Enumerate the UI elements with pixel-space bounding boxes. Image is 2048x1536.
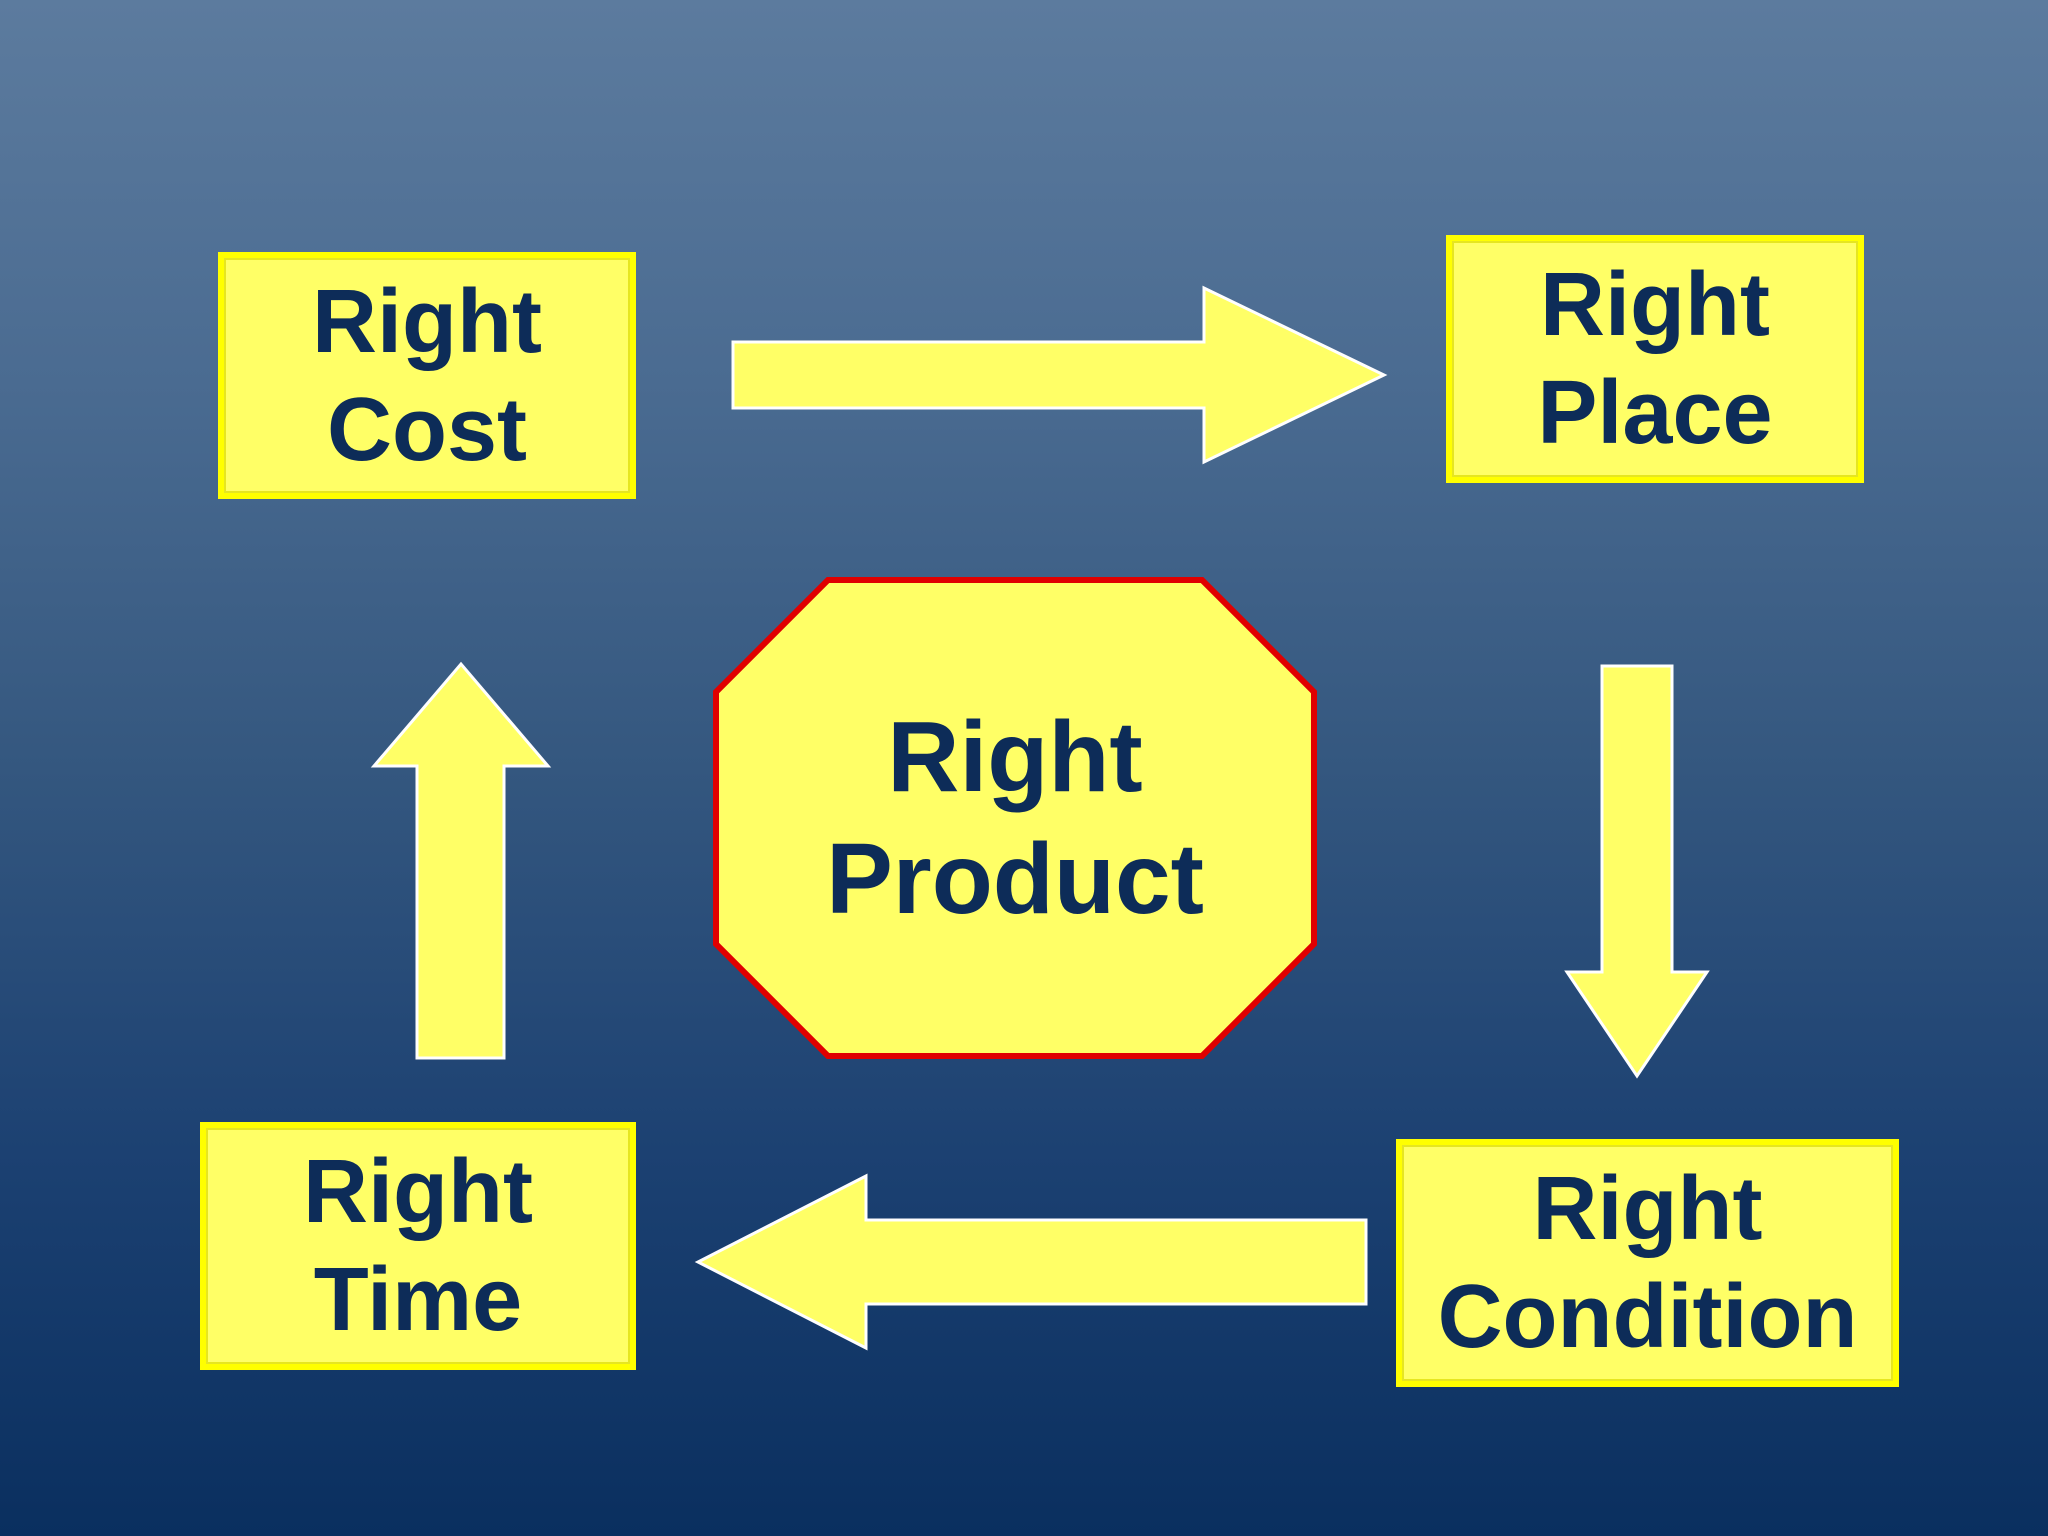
node-label-line1: Right bbox=[887, 701, 1143, 813]
node-label-line2: Product bbox=[826, 823, 1204, 935]
node-label-line1: Right bbox=[1540, 255, 1770, 355]
node-label-line2: Condition bbox=[1437, 1267, 1858, 1367]
node-right-condition: Right Condition bbox=[1396, 1139, 1899, 1387]
node-label-line1: Right bbox=[1532, 1159, 1763, 1259]
node-label-line2: Cost bbox=[327, 379, 527, 480]
arrow-cost-to-place bbox=[731, 285, 1388, 465]
node-label-line1: Right bbox=[303, 1142, 533, 1242]
node-right-place: Right Place bbox=[1446, 235, 1864, 483]
center-octagon bbox=[713, 577, 1317, 1059]
arrow-place-to-condition bbox=[1564, 664, 1710, 1079]
arrow-time-to-cost bbox=[370, 661, 552, 1060]
node-label-line2: Time bbox=[313, 1250, 523, 1350]
node-label-line2: Place bbox=[1537, 363, 1773, 463]
arrow-condition-to-time bbox=[694, 1173, 1368, 1351]
node-right-product: Right Product bbox=[716, 578, 1314, 1058]
node-right-cost: Right Cost bbox=[218, 252, 636, 499]
node-label-line1: Right bbox=[312, 271, 542, 372]
node-right-time: Right Time bbox=[200, 1122, 636, 1370]
